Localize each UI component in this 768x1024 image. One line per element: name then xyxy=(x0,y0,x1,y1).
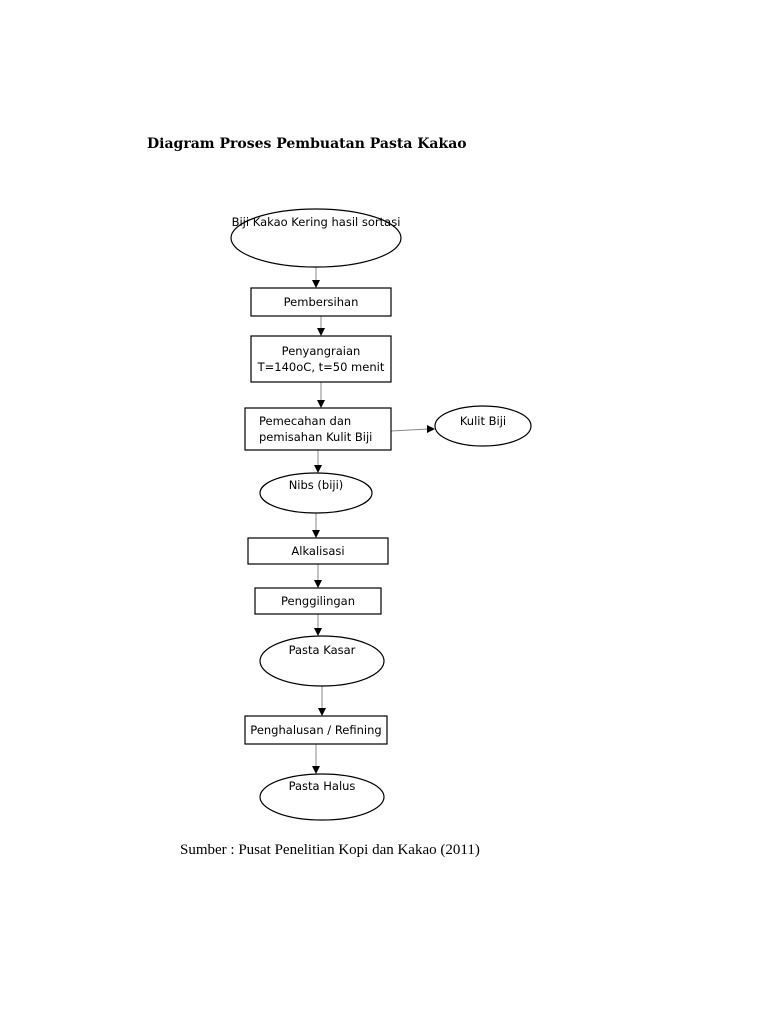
arrow-alkalisasi-to-penggilingan xyxy=(314,564,322,588)
node-pembersihan: Pembersihan xyxy=(250,287,392,317)
arrow-penghalusan-to-pasta-halus xyxy=(312,744,320,774)
arrowhead xyxy=(312,766,320,774)
arrowhead xyxy=(312,280,320,288)
arrow-penyangraian-to-pemecahan xyxy=(317,382,325,408)
arrow-biji-kakao-kering-to-pembersihan xyxy=(312,267,320,288)
node-pasta-kasar-shape xyxy=(259,635,385,687)
node-alkalisasi: Alkalisasi xyxy=(247,537,389,565)
node-pasta-kasar: Pasta Kasar xyxy=(259,635,385,687)
arrow-pemecahan-to-nibs xyxy=(314,450,322,473)
node-kulit-biji-shape xyxy=(434,405,532,447)
node-pembersihan-label: Pembersihan xyxy=(284,295,359,309)
arrow-nibs-to-alkalisasi xyxy=(312,513,320,538)
arrowhead xyxy=(312,530,320,538)
arrowhead xyxy=(314,465,322,473)
arrowhead xyxy=(314,580,322,588)
arrowhead xyxy=(314,628,322,636)
flow-arrows xyxy=(312,267,435,774)
node-nibs: Nibs (biji) xyxy=(259,472,373,514)
arrowhead xyxy=(317,400,325,408)
node-pemecahan-label: Pemecahan dan xyxy=(259,414,351,428)
node-nibs-shape xyxy=(259,472,373,514)
node-penggilingan-shape xyxy=(254,587,382,615)
node-kulit-biji: Kulit Biji xyxy=(434,405,532,447)
arrow-pembersihan-to-penyangraian xyxy=(317,316,325,336)
node-penghalusan: Penghalusan / Refining xyxy=(244,715,388,745)
node-alkalisasi-shape xyxy=(247,537,389,565)
arrowhead xyxy=(317,328,325,336)
node-pasta-halus: Pasta Halus xyxy=(259,773,385,821)
arrow-pemecahan-to-kulit-biji xyxy=(390,425,435,433)
node-biji-kakao-kering-shape xyxy=(230,208,402,268)
node-penyangraian-label: Penyangraian xyxy=(282,344,361,358)
node-pemecahan-shape xyxy=(244,407,392,451)
node-pembersihan-shape xyxy=(250,287,392,317)
arrow-pasta-kasar-to-penghalusan xyxy=(318,686,326,716)
arrowhead xyxy=(318,708,326,716)
node-biji-kakao-kering: Biji Kakao Kering hasil sortasi xyxy=(230,208,402,268)
source-citation: Sumber : Pusat Penelitian Kopi dan Kakao… xyxy=(180,842,480,858)
node-penggilingan-label: Penggilingan xyxy=(281,594,355,608)
node-alkalisasi-label: Alkalisasi xyxy=(291,544,344,558)
arrow-penggilingan-to-pasta-kasar xyxy=(314,614,322,636)
node-pasta-halus-shape xyxy=(259,773,385,821)
node-penggilingan: Penggilingan xyxy=(254,587,382,615)
node-penyangraian-shape xyxy=(250,335,392,383)
node-penghalusan-label: Penghalusan / Refining xyxy=(250,723,381,737)
arrowhead xyxy=(427,425,435,433)
node-pemecahan-label: pemisahan Kulit Biji xyxy=(259,430,372,444)
node-penyangraian-label: T=140oC, t=50 menit xyxy=(257,360,385,374)
node-penghalusan-shape xyxy=(244,715,388,745)
node-pasta-kasar-label: Pasta Kasar xyxy=(289,643,356,657)
node-pasta-halus-label: Pasta Halus xyxy=(289,779,356,793)
node-pemecahan: Pemecahan dan pemisahan Kulit Biji xyxy=(244,407,392,451)
diagram-title: Diagram Proses Pembuatan Pasta Kakao xyxy=(147,136,467,152)
node-kulit-biji-label: Kulit Biji xyxy=(460,414,506,428)
node-nibs-label: Nibs (biji) xyxy=(289,478,344,492)
node-biji-kakao-kering-label: Biji Kakao Kering hasil sortasi xyxy=(232,215,401,229)
